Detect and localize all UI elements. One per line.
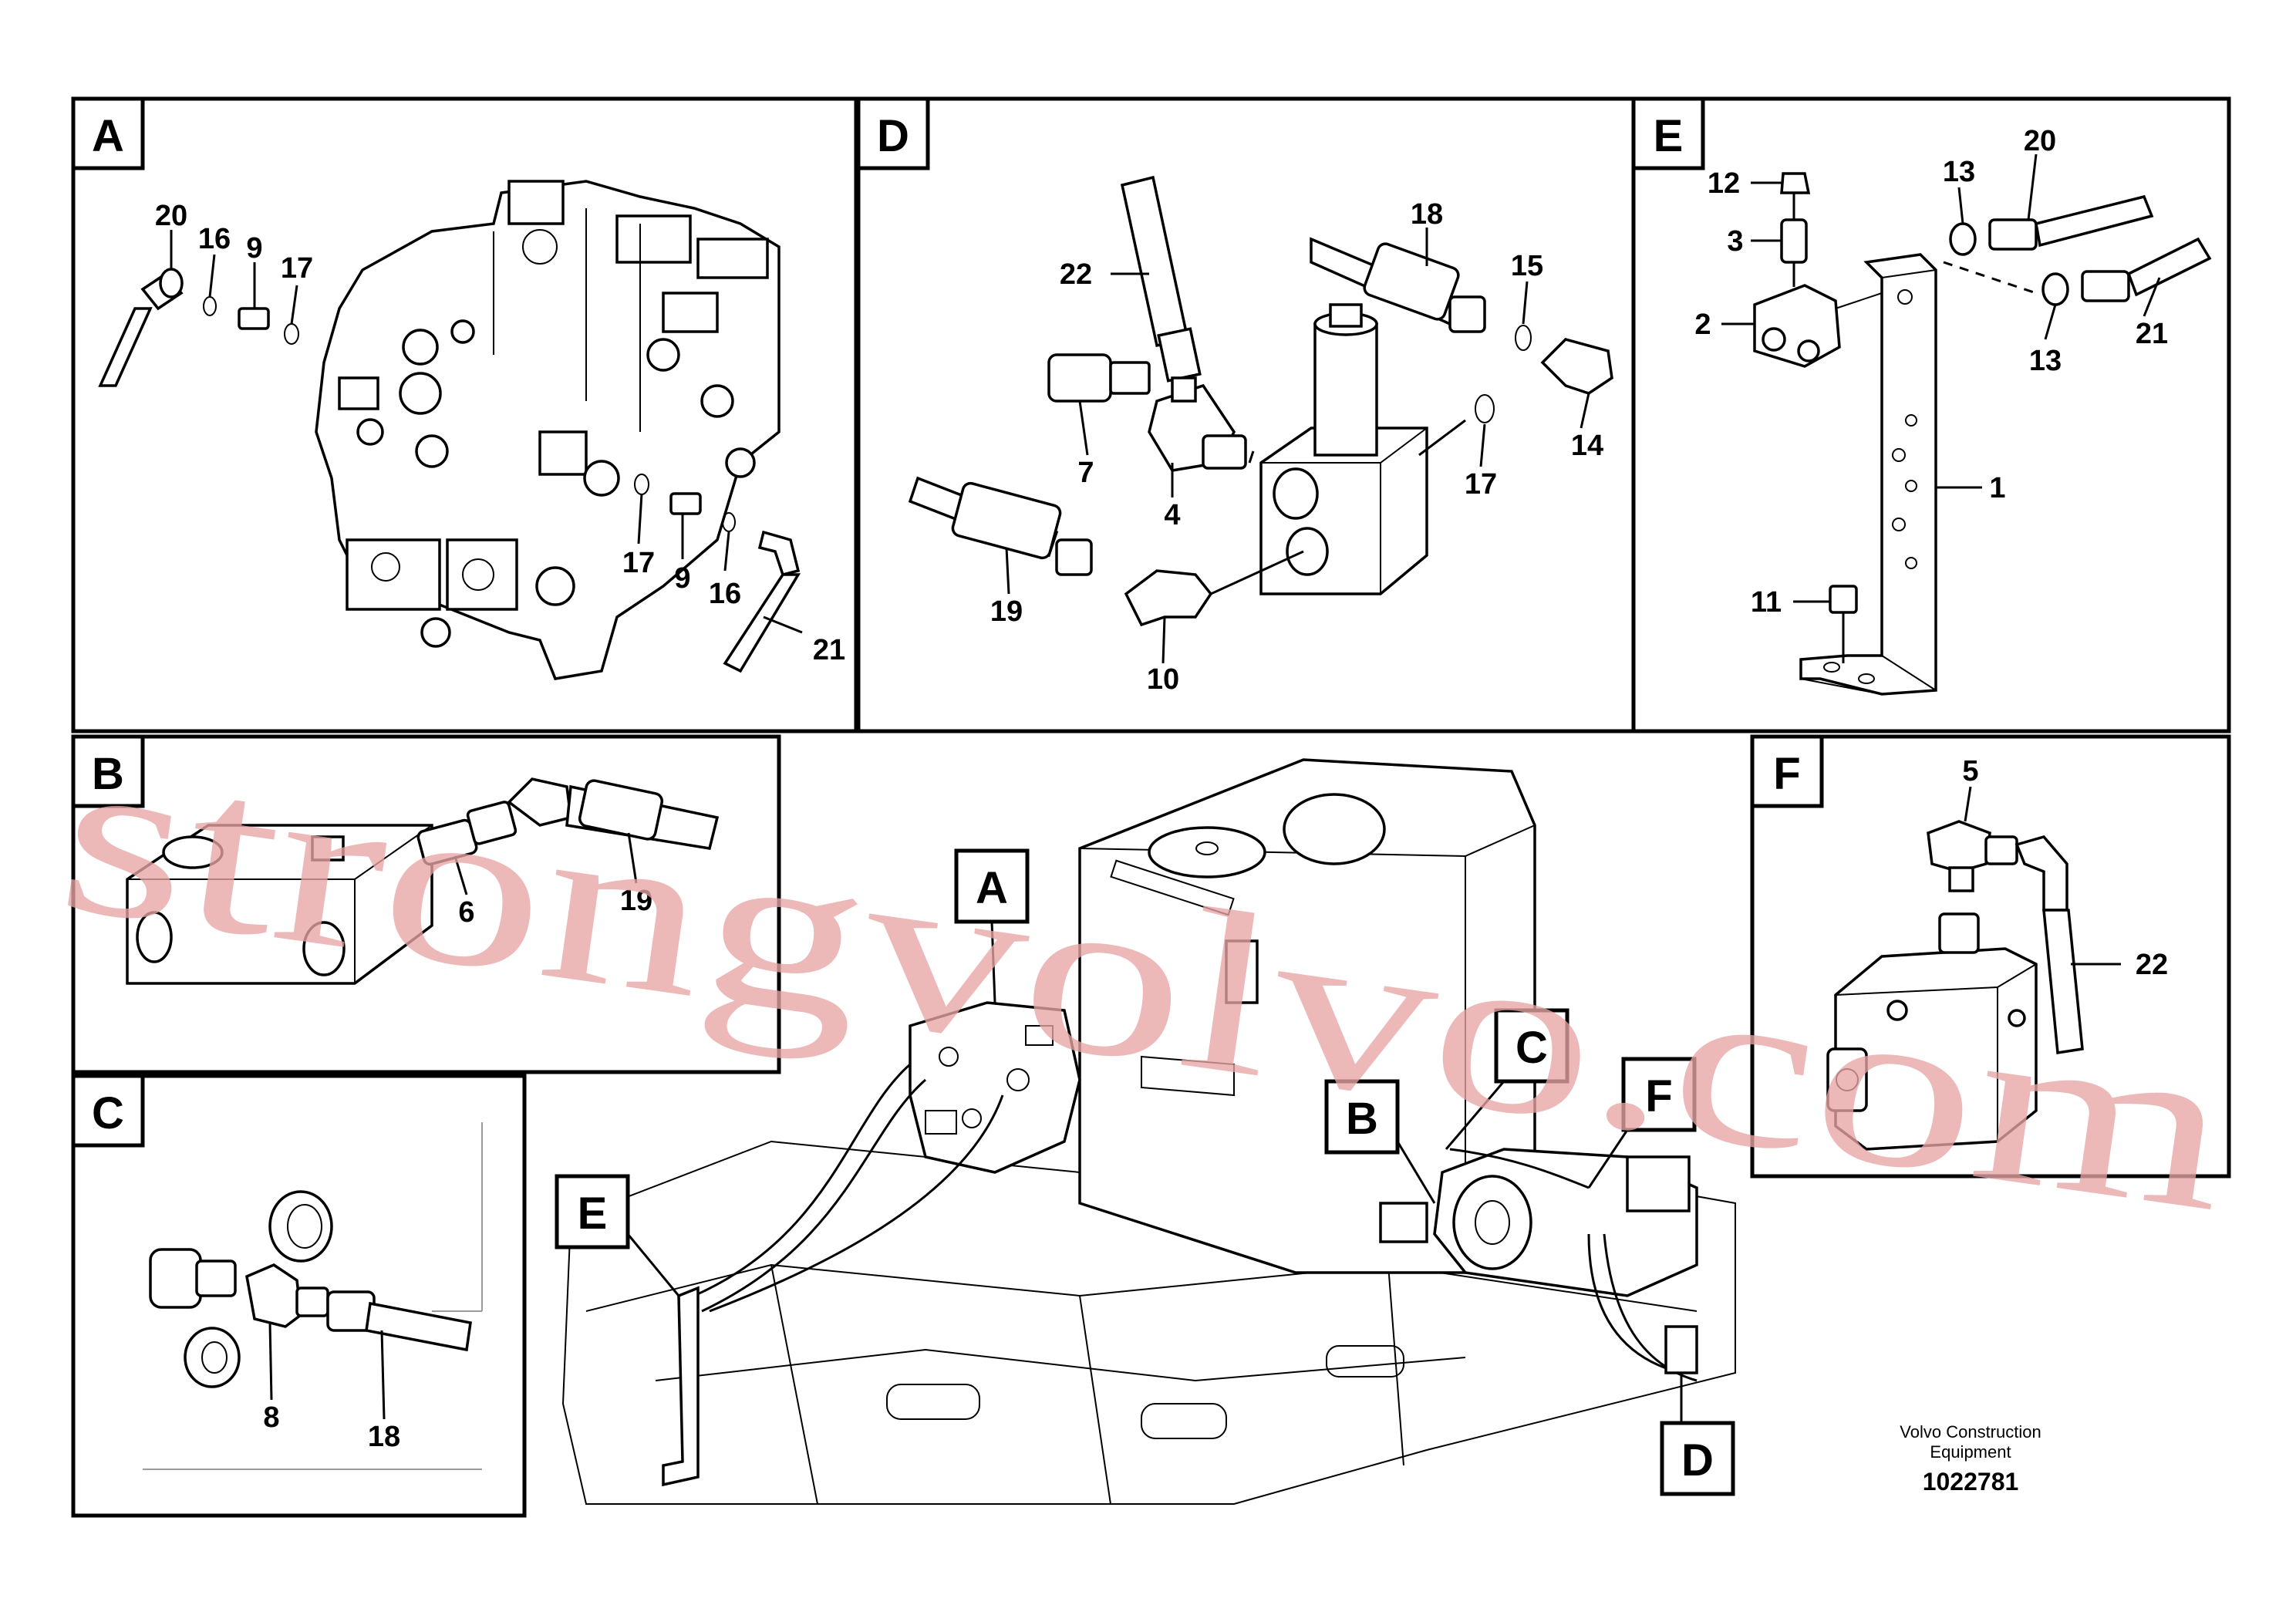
svg-text:E: E bbox=[578, 1189, 608, 1239]
label: 10 bbox=[1147, 663, 1179, 696]
label: 15 bbox=[1511, 250, 1543, 282]
label: 9 bbox=[674, 562, 690, 595]
panel-c-tag: C bbox=[92, 1088, 124, 1138]
label: 19 bbox=[620, 885, 652, 917]
label: 21 bbox=[2136, 318, 2168, 350]
label: 16 bbox=[709, 578, 741, 610]
label: 20 bbox=[2024, 125, 2056, 157]
panel-a: A bbox=[71, 96, 858, 733]
caption-line2: Equipment bbox=[1930, 1442, 2011, 1462]
panel-e-tag: E bbox=[1654, 111, 1684, 161]
main-callout-b: B bbox=[1324, 1079, 1436, 1204]
main-callout-a: A bbox=[954, 848, 1030, 1003]
control-valve-drawing bbox=[315, 180, 781, 680]
label: 20 bbox=[155, 200, 187, 232]
main-callout-f: F bbox=[1587, 1057, 1697, 1189]
caption-line1: Volvo Construction bbox=[1900, 1422, 2041, 1442]
label: 4 bbox=[1164, 499, 1180, 531]
panel-c: C 8 18 bbox=[71, 1074, 527, 1518]
label: 5 bbox=[1962, 755, 1978, 787]
label: 1 bbox=[1989, 472, 2005, 504]
main-callout-e: E bbox=[555, 1174, 680, 1297]
svg-text:A: A bbox=[976, 863, 1008, 913]
label: 19 bbox=[990, 595, 1023, 628]
panel-a-tag: A bbox=[92, 111, 124, 161]
valve-block-drawing bbox=[1259, 303, 1428, 595]
caption: Volvo Construction Equipment 1022781 bbox=[1900, 1422, 2041, 1496]
bracket-drawing bbox=[1799, 253, 1937, 696]
panel-e: E bbox=[1631, 96, 2231, 733]
label: 22 bbox=[2136, 949, 2168, 981]
label: 11 bbox=[1751, 586, 1782, 619]
svg-text:B: B bbox=[1346, 1094, 1378, 1144]
label: 2 bbox=[1694, 309, 1711, 341]
label: 22 bbox=[1060, 258, 1092, 291]
label: 21 bbox=[813, 634, 845, 666]
svg-text:F: F bbox=[1645, 1071, 1672, 1121]
svg-text:D: D bbox=[1681, 1435, 1714, 1485]
panel-f: F 5 22 bbox=[1750, 734, 2231, 1179]
label: 18 bbox=[1411, 198, 1443, 231]
label: 8 bbox=[263, 1401, 279, 1434]
main-callout-c: C bbox=[1445, 1008, 1569, 1150]
panel-b: B 6 19 bbox=[71, 734, 781, 1074]
panel-f-tag: F bbox=[1773, 749, 1800, 799]
panel-d-tag: D bbox=[877, 111, 909, 161]
panel-d: D bbox=[856, 96, 1636, 733]
label: 18 bbox=[368, 1421, 400, 1453]
label: 14 bbox=[1571, 430, 1603, 462]
label: 16 bbox=[198, 223, 231, 255]
label: 13 bbox=[1943, 156, 1975, 188]
main-assembly-view bbox=[561, 758, 1736, 1505]
label: 13 bbox=[2029, 345, 2062, 377]
drawing-number: 1022781 bbox=[1923, 1468, 2019, 1496]
label: 6 bbox=[458, 896, 474, 929]
label: 17 bbox=[622, 547, 655, 579]
label: 17 bbox=[1465, 468, 1497, 501]
svg-text:C: C bbox=[1515, 1023, 1548, 1073]
label: 9 bbox=[246, 232, 262, 265]
label: 3 bbox=[1727, 225, 1743, 258]
label: 17 bbox=[281, 252, 313, 285]
main-callout-d: D bbox=[1660, 1373, 1735, 1496]
panel-b-tag: B bbox=[92, 749, 124, 799]
label: 12 bbox=[1708, 167, 1740, 200]
label: 7 bbox=[1077, 457, 1094, 489]
